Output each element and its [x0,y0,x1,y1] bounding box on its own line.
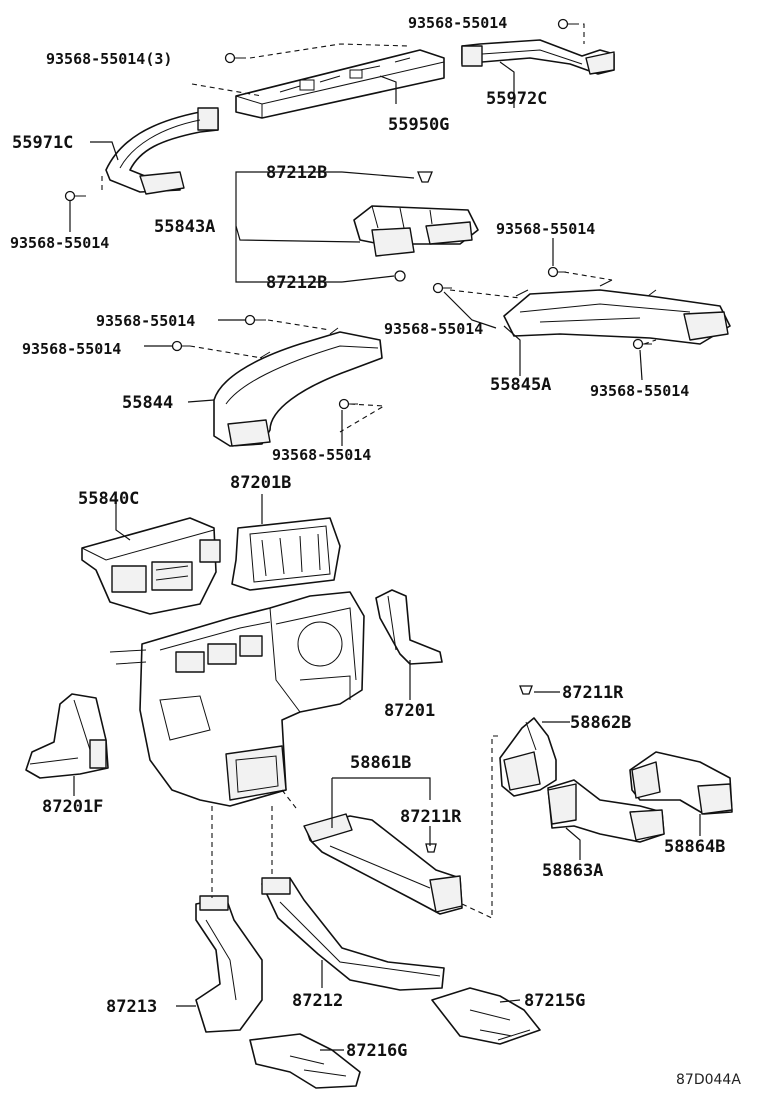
callout-clip-87212b-upper: 87212B [266,163,327,183]
duct-55971c-drawing [105,107,219,195]
callout-screw-55844-middle: 93568-55014 [22,340,121,358]
callout-duct-58861b: 58861B [350,753,411,773]
screw-icon [244,314,266,326]
clip-icon [425,843,437,853]
duct-55845a-drawing [503,279,731,345]
callout-screw-top-left-qty3: 93568-55014(3) [46,50,172,68]
hvac-unit-drawing [109,591,365,807]
callout-duct-87212: 87212 [292,991,343,1011]
callout-duct-87201: 87201 [384,701,435,721]
callout-duct-87213: 87213 [106,997,157,1017]
screw-icon [338,398,358,410]
callout-duct-87216g: 87216G [346,1041,407,1061]
callout-duct-58863a: 58863A [542,861,603,881]
callout-clip-87211r-center: 87211R [400,807,462,827]
callout-duct-55840c: 55840C [78,489,139,509]
callout-duct-87215g: 87215G [524,991,585,1011]
callout-duct-55844: 55844 [122,393,173,413]
callout-duct-55845a: 55845A [490,375,551,395]
duct-87215g-drawing [431,987,541,1045]
duct-87213-drawing [195,895,263,1033]
screw-icon [64,190,86,202]
callout-duct-58862b: 58862B [570,713,631,733]
duct-87201f-drawing [25,693,109,779]
duct-58863a-drawing [547,779,665,843]
callout-duct-55843a: 55843A [154,217,215,237]
callout-clip-87211r-right: 87211R [562,683,624,703]
duct-55844-drawing [213,327,383,447]
callout-screw-55845a-top: 93568-55014 [496,220,595,238]
callout-duct-55972c: 55972C [486,89,547,109]
duct-58862b-drawing [499,717,557,797]
callout-screw-55845a-bottom: 93568-55014 [590,382,689,400]
screw-icon [171,340,190,352]
duct-87201b-drawing [231,517,341,591]
callout-screw-55844-lower: 93568-55014 [272,446,371,464]
duct-55972c-drawing [461,39,615,75]
callout-clip-87212b-lower: 87212B [266,273,327,293]
duct-55840c-drawing [81,517,221,615]
clip-icon [394,270,406,282]
callout-screw-top-right: 93568-55014 [408,14,507,32]
figure-reference: 87D044A [676,1072,741,1088]
clip-icon [519,685,533,695]
duct-87212-drawing [261,877,445,991]
callout-duct-55971c: 55971C [12,133,73,153]
callout-duct-87201b: 87201B [230,473,291,493]
callout-screw-55845a-left: 93568-55014 [384,320,483,338]
duct-55950g-drawing [235,49,445,119]
screw-icon [547,266,566,278]
clip-icon [417,171,433,183]
screw-icon [224,52,246,64]
duct-58861b-drawing [303,813,463,915]
duct-87216g-drawing [249,1033,361,1089]
duct-55843a-drawing [353,205,479,257]
screw-icon [632,338,652,350]
duct-87201-drawing [375,589,443,665]
callout-duct-87201f: 87201F [42,797,103,817]
screw-icon [557,18,578,30]
callout-screw-55844-upper: 93568-55014 [96,312,195,330]
duct-58864b-drawing [629,751,733,815]
screw-icon [432,282,452,294]
callout-screw-55971c-lower: 93568-55014 [10,234,109,252]
callout-duct-58864b: 58864B [664,837,725,857]
callout-duct-55950g: 55950G [388,115,449,135]
